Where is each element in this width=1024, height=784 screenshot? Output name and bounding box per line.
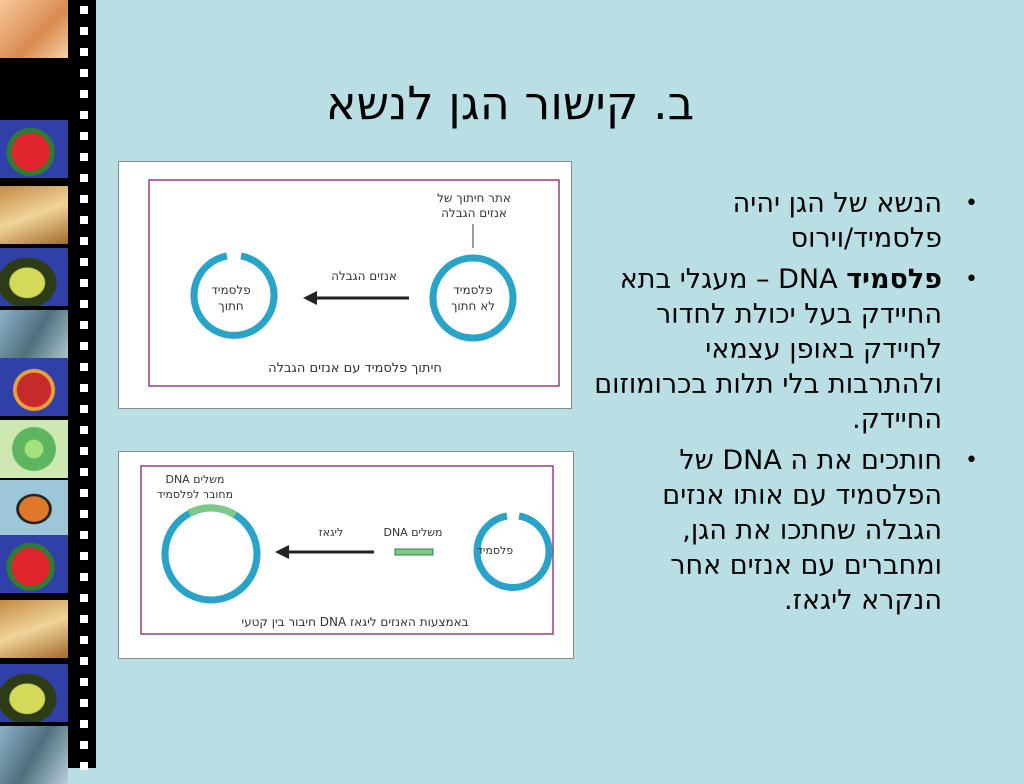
- figure-frame: [148, 179, 560, 387]
- sprocket-hole: [80, 636, 88, 644]
- strawberry-icon: [0, 120, 68, 178]
- sprocket-hole: [80, 342, 88, 350]
- joined-plasmid-ring: [161, 504, 261, 604]
- apple-icon: [0, 358, 68, 416]
- dna-icon: [0, 0, 68, 58]
- sprocket-hole: [80, 174, 88, 182]
- figure-caption: חיבור בין קטעי DNA באמצעות האנזים ליגאז: [241, 615, 468, 629]
- open-ring-label: פלסמיד: [477, 544, 513, 557]
- sprocket-hole: [80, 384, 88, 392]
- butterfly-icon: [0, 480, 68, 538]
- inserted-dna-segment: [187, 504, 237, 519]
- bullet-bold-term: פלסמיד: [846, 264, 942, 295]
- avocado-icon: [0, 664, 68, 722]
- uncut-ring-label-2: לא חתוך: [451, 299, 495, 313]
- bullet-dot: •: [965, 448, 978, 473]
- sprocket-hole: [80, 426, 88, 434]
- sprocket-hole: [80, 405, 88, 413]
- sprocket-hole: [80, 321, 88, 329]
- sprocket-hole: [80, 237, 88, 245]
- sprocket-hole: [80, 153, 88, 161]
- sprocket-hole: [80, 363, 88, 371]
- bullet-dot: •: [965, 267, 978, 292]
- open-plasmid-ring: [473, 512, 553, 591]
- avocado-icon: [0, 248, 68, 306]
- film-strip: [0, 0, 96, 784]
- arrow-head: [303, 291, 317, 305]
- bullet-dot: •: [965, 191, 978, 216]
- sprocket-hole: [80, 447, 88, 455]
- sprocket-hole: [80, 741, 88, 749]
- figure-frame: [140, 465, 554, 635]
- figure-ligase: DNA משלים מחובר לפלסמיד ליגאז DNA משלים …: [118, 451, 574, 659]
- sprocket-hole: [80, 489, 88, 497]
- wheat-icon: [0, 186, 68, 244]
- sprocket-hole: [80, 510, 88, 518]
- slide-title: ב. קישור הגן לנשא: [325, 76, 695, 130]
- cell-icon: [0, 420, 68, 478]
- sprocket-hole: [80, 69, 88, 77]
- arrow-label: ליגאז: [319, 526, 343, 539]
- bullet-text: הנשא של הגן יהיה פלסמיד/וירוס: [732, 188, 942, 254]
- cut-ring-label-2: חתוך: [218, 299, 243, 313]
- sprocket-hole: [80, 48, 88, 56]
- fragment-label: DNA משלים: [383, 526, 442, 539]
- sprocket-hole: [80, 720, 88, 728]
- wheat-icon: [0, 600, 68, 658]
- figure-cut-plasmid: אתר חיתוך של אנזים הגבלה פלסמיד לא חתוך …: [118, 161, 572, 409]
- sprocket-hole: [80, 216, 88, 224]
- figure-caption: חיתוך פלסמיד עם אנזים הגבלה: [268, 361, 442, 376]
- sprocket-hole: [80, 678, 88, 686]
- uncut-ring-label-1: פלסמיד: [453, 283, 493, 297]
- bullet-item: • הנשא של הגן יהיה פלסמיד/וירוס: [592, 186, 984, 256]
- joined-label-1: DNA משלים: [165, 473, 224, 486]
- bullet-list: • הנשא של הגן יהיה פלסמיד/וירוס • פלסמיד…: [592, 186, 984, 624]
- leaf-icon: [0, 726, 68, 784]
- dna-fragment: [394, 548, 434, 556]
- sprocket-hole: [80, 762, 88, 770]
- cut-site-label-1: אתר חיתוך של: [437, 191, 511, 205]
- sprocket-hole: [80, 657, 88, 665]
- arrow-head: [275, 545, 289, 559]
- figure-ligase-drawing: DNA משלים מחובר לפלסמיד ליגאז DNA משלים …: [140, 465, 554, 635]
- sprocket-hole: [80, 279, 88, 287]
- sprocket-hole: [80, 300, 88, 308]
- sprocket-hole: [80, 699, 88, 707]
- strawberry-icon: [0, 535, 68, 593]
- sprocket-hole: [80, 111, 88, 119]
- sprocket-hole: [80, 258, 88, 266]
- sprocket-hole: [80, 594, 88, 602]
- cut-site-label-2: אנזים הגבלה: [441, 206, 507, 220]
- arrow-label: אנזים הגבלה: [331, 269, 397, 283]
- figure-cut-plasmid-drawing: אתר חיתוך של אנזים הגבלה פלסמיד לא חתוך …: [148, 179, 560, 387]
- bullet-item: • פלסמיד DNA – מעגלי בתא החיידק בעל יכול…: [592, 262, 984, 437]
- sprocket-hole: [80, 531, 88, 539]
- sprocket-hole: [80, 90, 88, 98]
- sprocket-hole: [80, 468, 88, 476]
- bullet-text: DNA – מעגלי בתא החיידק בעל יכולת לחדור ל…: [594, 264, 942, 435]
- uncut-plasmid-ring: [429, 254, 517, 342]
- bullet-item: • חותכים את ה DNA של הפלסמיד עם אותו אנז…: [592, 443, 984, 618]
- sprocket-hole: [80, 6, 88, 14]
- bullet-text: חותכים את ה DNA של הפלסמיד עם אותו אנזים…: [662, 445, 942, 616]
- sprocket-hole: [80, 132, 88, 140]
- sprocket-hole: [80, 573, 88, 581]
- sprocket-hole: [80, 195, 88, 203]
- sprocket-hole: [80, 27, 88, 35]
- cut-ring-label-1: פלסמיד: [211, 283, 251, 297]
- cut-plasmid-ring: [190, 252, 278, 339]
- joined-label-2: מחובר לפלסמיד: [157, 488, 233, 501]
- sprocket-hole: [80, 615, 88, 623]
- sprocket-hole: [80, 552, 88, 560]
